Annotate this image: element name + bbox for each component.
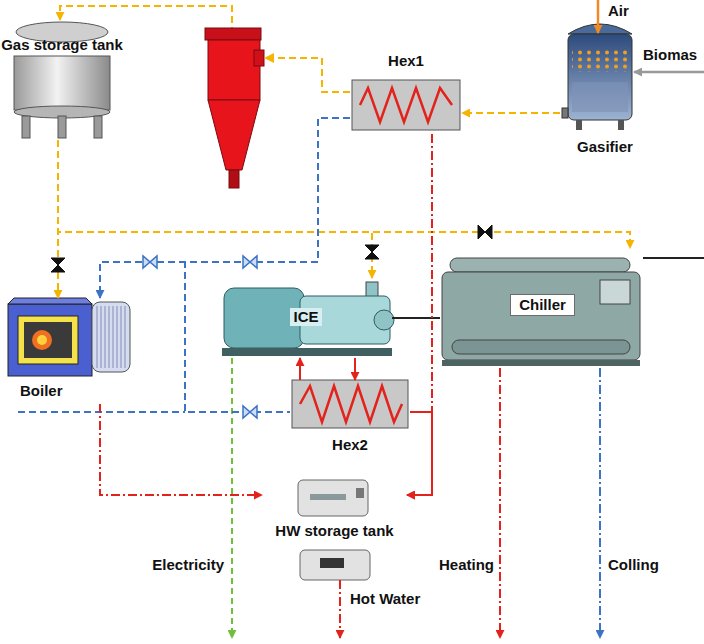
chiller-drawing [442, 360, 640, 366]
utility-lines [499, 368, 501, 638]
utility-lines [339, 580, 341, 638]
hot-water-tank-drawing [300, 550, 370, 580]
chiller-drawing [452, 340, 630, 354]
valve-symbol [243, 406, 257, 418]
hot-water-tank-drawing [320, 558, 344, 568]
pipe-connector [354, 358, 356, 380]
engine-drawing [222, 282, 394, 356]
gasifier-drawing [597, 0, 600, 33]
gasifier-drawing [572, 48, 628, 72]
boiler: Boiler [5, 298, 135, 404]
gasifier-drawing [568, 24, 632, 34]
pipe-connector [407, 412, 432, 495]
component-label: HW storage tank [275, 522, 393, 540]
engine-drawing [374, 310, 394, 330]
component-label: Gasifier [577, 138, 633, 156]
utility-lines [18, 411, 185, 413]
valve-symbol [51, 225, 492, 272]
connector-layer [58, 6, 630, 495]
valve-symbol [478, 225, 492, 239]
gasifier-drawing [576, 120, 582, 130]
component-label: Hex1 [388, 52, 424, 70]
gas-storage-tank-drawing [22, 116, 30, 138]
component-label: Gas storage tank [1, 36, 123, 54]
valve-symbol [365, 245, 379, 259]
component-label: Chiller [510, 294, 575, 316]
boiler-drawing [96, 306, 126, 368]
gas-storage-tank: Gas storage tank [0, 20, 127, 140]
gasifier-drawing [562, 0, 704, 130]
gas-storage-tank-drawing [94, 116, 102, 138]
heat-exchanger: Hex2 [290, 380, 410, 460]
chiller-drawing [450, 258, 630, 272]
cyclone-drawing [229, 170, 239, 188]
pipe-connector [58, 140, 372, 278]
output-label: Heating [439, 556, 494, 574]
boiler-drawing [18, 316, 78, 364]
chiller-drawing [442, 272, 640, 360]
cyclone-drawing [205, 28, 274, 188]
heat-exchanger: Hex1 [350, 50, 462, 134]
output-label: Hot Water [350, 590, 420, 608]
pipe-connector [58, 140, 630, 248]
component-label: Boiler [20, 382, 63, 400]
gas-storage-tank-drawing [58, 116, 66, 138]
internal-combustion-engine: ICE [220, 278, 392, 358]
boiler-drawing [92, 302, 130, 372]
cyclone-drawing [208, 40, 260, 100]
component-label: Hex2 [332, 436, 368, 454]
boiler-drawing [32, 330, 52, 350]
utility-lines [643, 257, 704, 259]
chiller-drawing [442, 258, 640, 366]
hot-water-tank-drawing [310, 494, 346, 500]
gasifier-drawing [568, 34, 632, 120]
engine-drawing [222, 348, 392, 356]
cyclone-drawing [264, 53, 274, 63]
cyclone-drawing [254, 50, 264, 66]
output-label: Colling [608, 556, 659, 574]
gasifier-drawing [572, 82, 628, 112]
heat-exchanger-drawing [292, 380, 408, 428]
cyclone-drawing [208, 100, 260, 170]
boiler-drawing [37, 335, 47, 345]
input-label: Air [608, 2, 629, 20]
heat-exchanger-drawing [360, 88, 452, 122]
pipe-connector [185, 118, 350, 412]
valve-symbol [51, 258, 65, 272]
boiler-drawing [8, 298, 92, 304]
gasifier-drawing [634, 71, 704, 74]
valve-symbol [143, 256, 257, 418]
pipe-connector [407, 134, 432, 495]
gas-storage-tank-drawing [14, 56, 110, 110]
hot-water-tank-drawing [298, 480, 368, 516]
boiler-drawing [24, 322, 72, 358]
gasifier-drawing [618, 120, 624, 130]
input-label: Biomas [643, 46, 697, 64]
heat-exchanger-drawing [300, 386, 402, 422]
boiler-drawing [8, 298, 130, 376]
boiler-drawing [8, 304, 92, 376]
utility-lines [18, 258, 704, 638]
utility-lines [599, 368, 601, 638]
pipe-connector [462, 112, 560, 114]
pipe-connector [299, 358, 301, 380]
hot-water-storage-tank: HW storage tank [262, 478, 407, 546]
gasifier: Gasifier [560, 14, 650, 160]
valve-symbol [243, 256, 257, 268]
component-label: ICE [290, 308, 321, 326]
gasifier-drawing [562, 108, 568, 118]
chiller: Chiller [440, 248, 645, 368]
output-label: Electricity [152, 556, 224, 574]
chiller-drawing [600, 280, 630, 304]
utility-lines [231, 358, 233, 638]
cyclone-drawing [205, 28, 261, 40]
valve-symbol [143, 256, 157, 268]
hot-water-tank-drawing [356, 488, 364, 498]
pipe-connector [100, 404, 262, 495]
heat-exchanger-drawing [352, 80, 460, 130]
